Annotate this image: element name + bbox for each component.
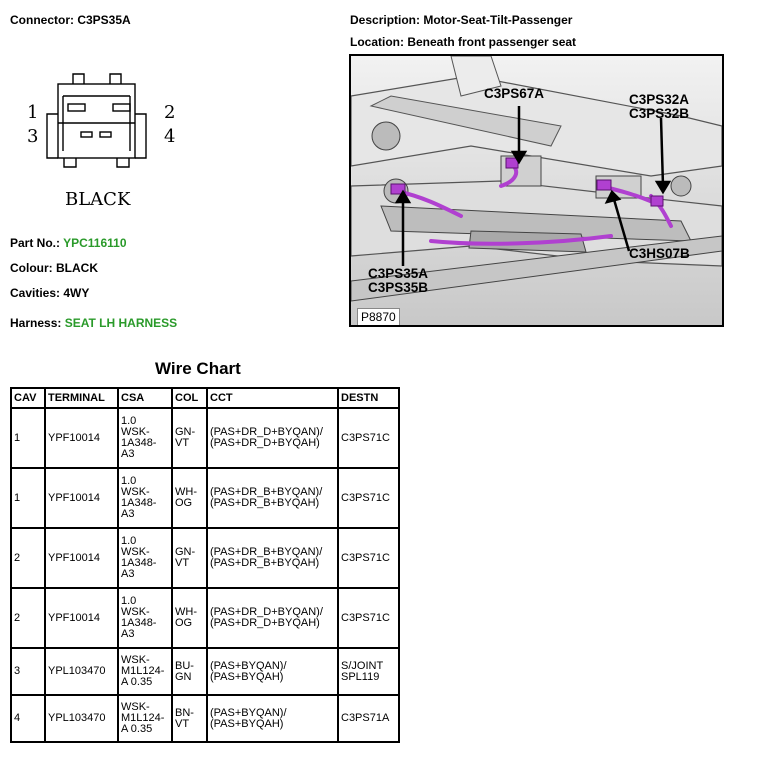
cell-terminal: YPF10014 [44,527,119,589]
cell-cav: 4 [10,694,46,743]
cell-cct: (PAS+DR_D+BYQAN)/ (PAS+DR_D+BYQAH) [206,587,339,649]
cell-cav: 2 [10,527,46,589]
pin-number-1: 1 [27,102,39,123]
colour-label: Colour: BLACK [10,261,98,275]
cell-cct: (PAS+BYQAN)/ (PAS+BYQAH) [206,694,339,743]
header-cct: CCT [206,387,339,409]
harness-label: Harness: [10,316,65,330]
description-label: Description: Motor-Seat-Tilt-Passenger [350,13,573,27]
cell-terminal: YPL103470 [44,694,119,743]
cell-csa: WSK- M1L124- A 0.35 [117,647,173,696]
pin-number-4: 4 [164,126,176,147]
cell-col: WH- OG [171,587,208,649]
header-cav: CAV [10,387,46,409]
connector-label: Connector: C3PS35A [10,13,131,27]
cell-csa: 1.0 WSK- 1A348- A3 [117,407,173,469]
harness-link[interactable]: SEAT LH HARNESS [64,316,178,330]
cell-col: WH- OG [171,467,208,529]
table-header-row: CAV TERMINAL CSA COL CCT DESTN [10,387,400,409]
cell-csa: 1.0 WSK- 1A348- A3 [117,467,173,529]
location-label: Location: Beneath front passenger seat [350,35,577,49]
connector-color-text: BLACK [65,189,131,210]
connector-face-diagram: 1 2 3 4 BLACK [18,66,178,216]
connector-face-icon [46,73,147,168]
header-col: COL [171,387,208,409]
cell-terminal: YPL103470 [44,647,119,696]
seat-underside-illustration [351,56,722,325]
cell-destn: C3PS71C [337,467,400,529]
harness: Harness: SEAT LH HARNESS [10,316,177,330]
cell-col: GN- VT [171,527,208,589]
cell-terminal: YPF10014 [44,407,119,469]
cell-col: BU- GN [171,647,208,696]
cell-terminal: YPF10014 [44,467,119,529]
cell-cct: (PAS+DR_D+BYQAN)/ (PAS+DR_D+BYQAH) [206,407,339,469]
callout-c3ps67a: C3PS67A [484,86,545,101]
cell-cav: 3 [10,647,46,696]
header-csa: CSA [117,387,173,409]
cell-destn: S/JOINT SPL119 [337,647,400,696]
cell-col: BN- VT [171,694,208,743]
cell-cav: 2 [10,587,46,649]
cell-terminal: YPF10014 [44,587,119,649]
cell-destn: C3PS71C [337,587,400,649]
cell-destn: C3PS71C [337,407,400,469]
photo-reference: P8870 [357,308,400,325]
cell-destn: C3PS71C [337,527,400,589]
cell-cct: (PAS+DR_B+BYQAN)/ (PAS+DR_B+BYQAH) [206,467,339,529]
callout-c3hs07b: C3HS07B [629,246,690,261]
cell-cav: 1 [10,467,46,529]
part-number-link[interactable]: YPC116110 [63,236,127,250]
header-destn: DESTN [337,387,400,409]
cell-col: GN- VT [171,407,208,469]
cavities-label: Cavities: 4WY [10,286,90,300]
cell-csa: WSK- M1L124- A 0.35 [117,694,173,743]
cell-csa: 1.0 WSK- 1A348- A3 [117,527,173,589]
cell-cct: (PAS+BYQAN)/ (PAS+BYQAH) [206,647,339,696]
cell-csa: 1.0 WSK- 1A348- A3 [117,587,173,649]
part-number: Part No.: YPC116110 [10,236,127,250]
pin-number-3: 3 [27,126,39,147]
wire-chart-title: Wire Chart [155,359,241,378]
cell-destn: C3PS71A [337,694,400,743]
pin-number-2: 2 [164,102,176,123]
cell-cav: 1 [10,407,46,469]
header-terminal: TERMINAL [44,387,119,409]
part-number-label: Part No.: [10,236,64,250]
cell-cct: (PAS+DR_B+BYQAN)/ (PAS+DR_B+BYQAH) [206,527,339,589]
